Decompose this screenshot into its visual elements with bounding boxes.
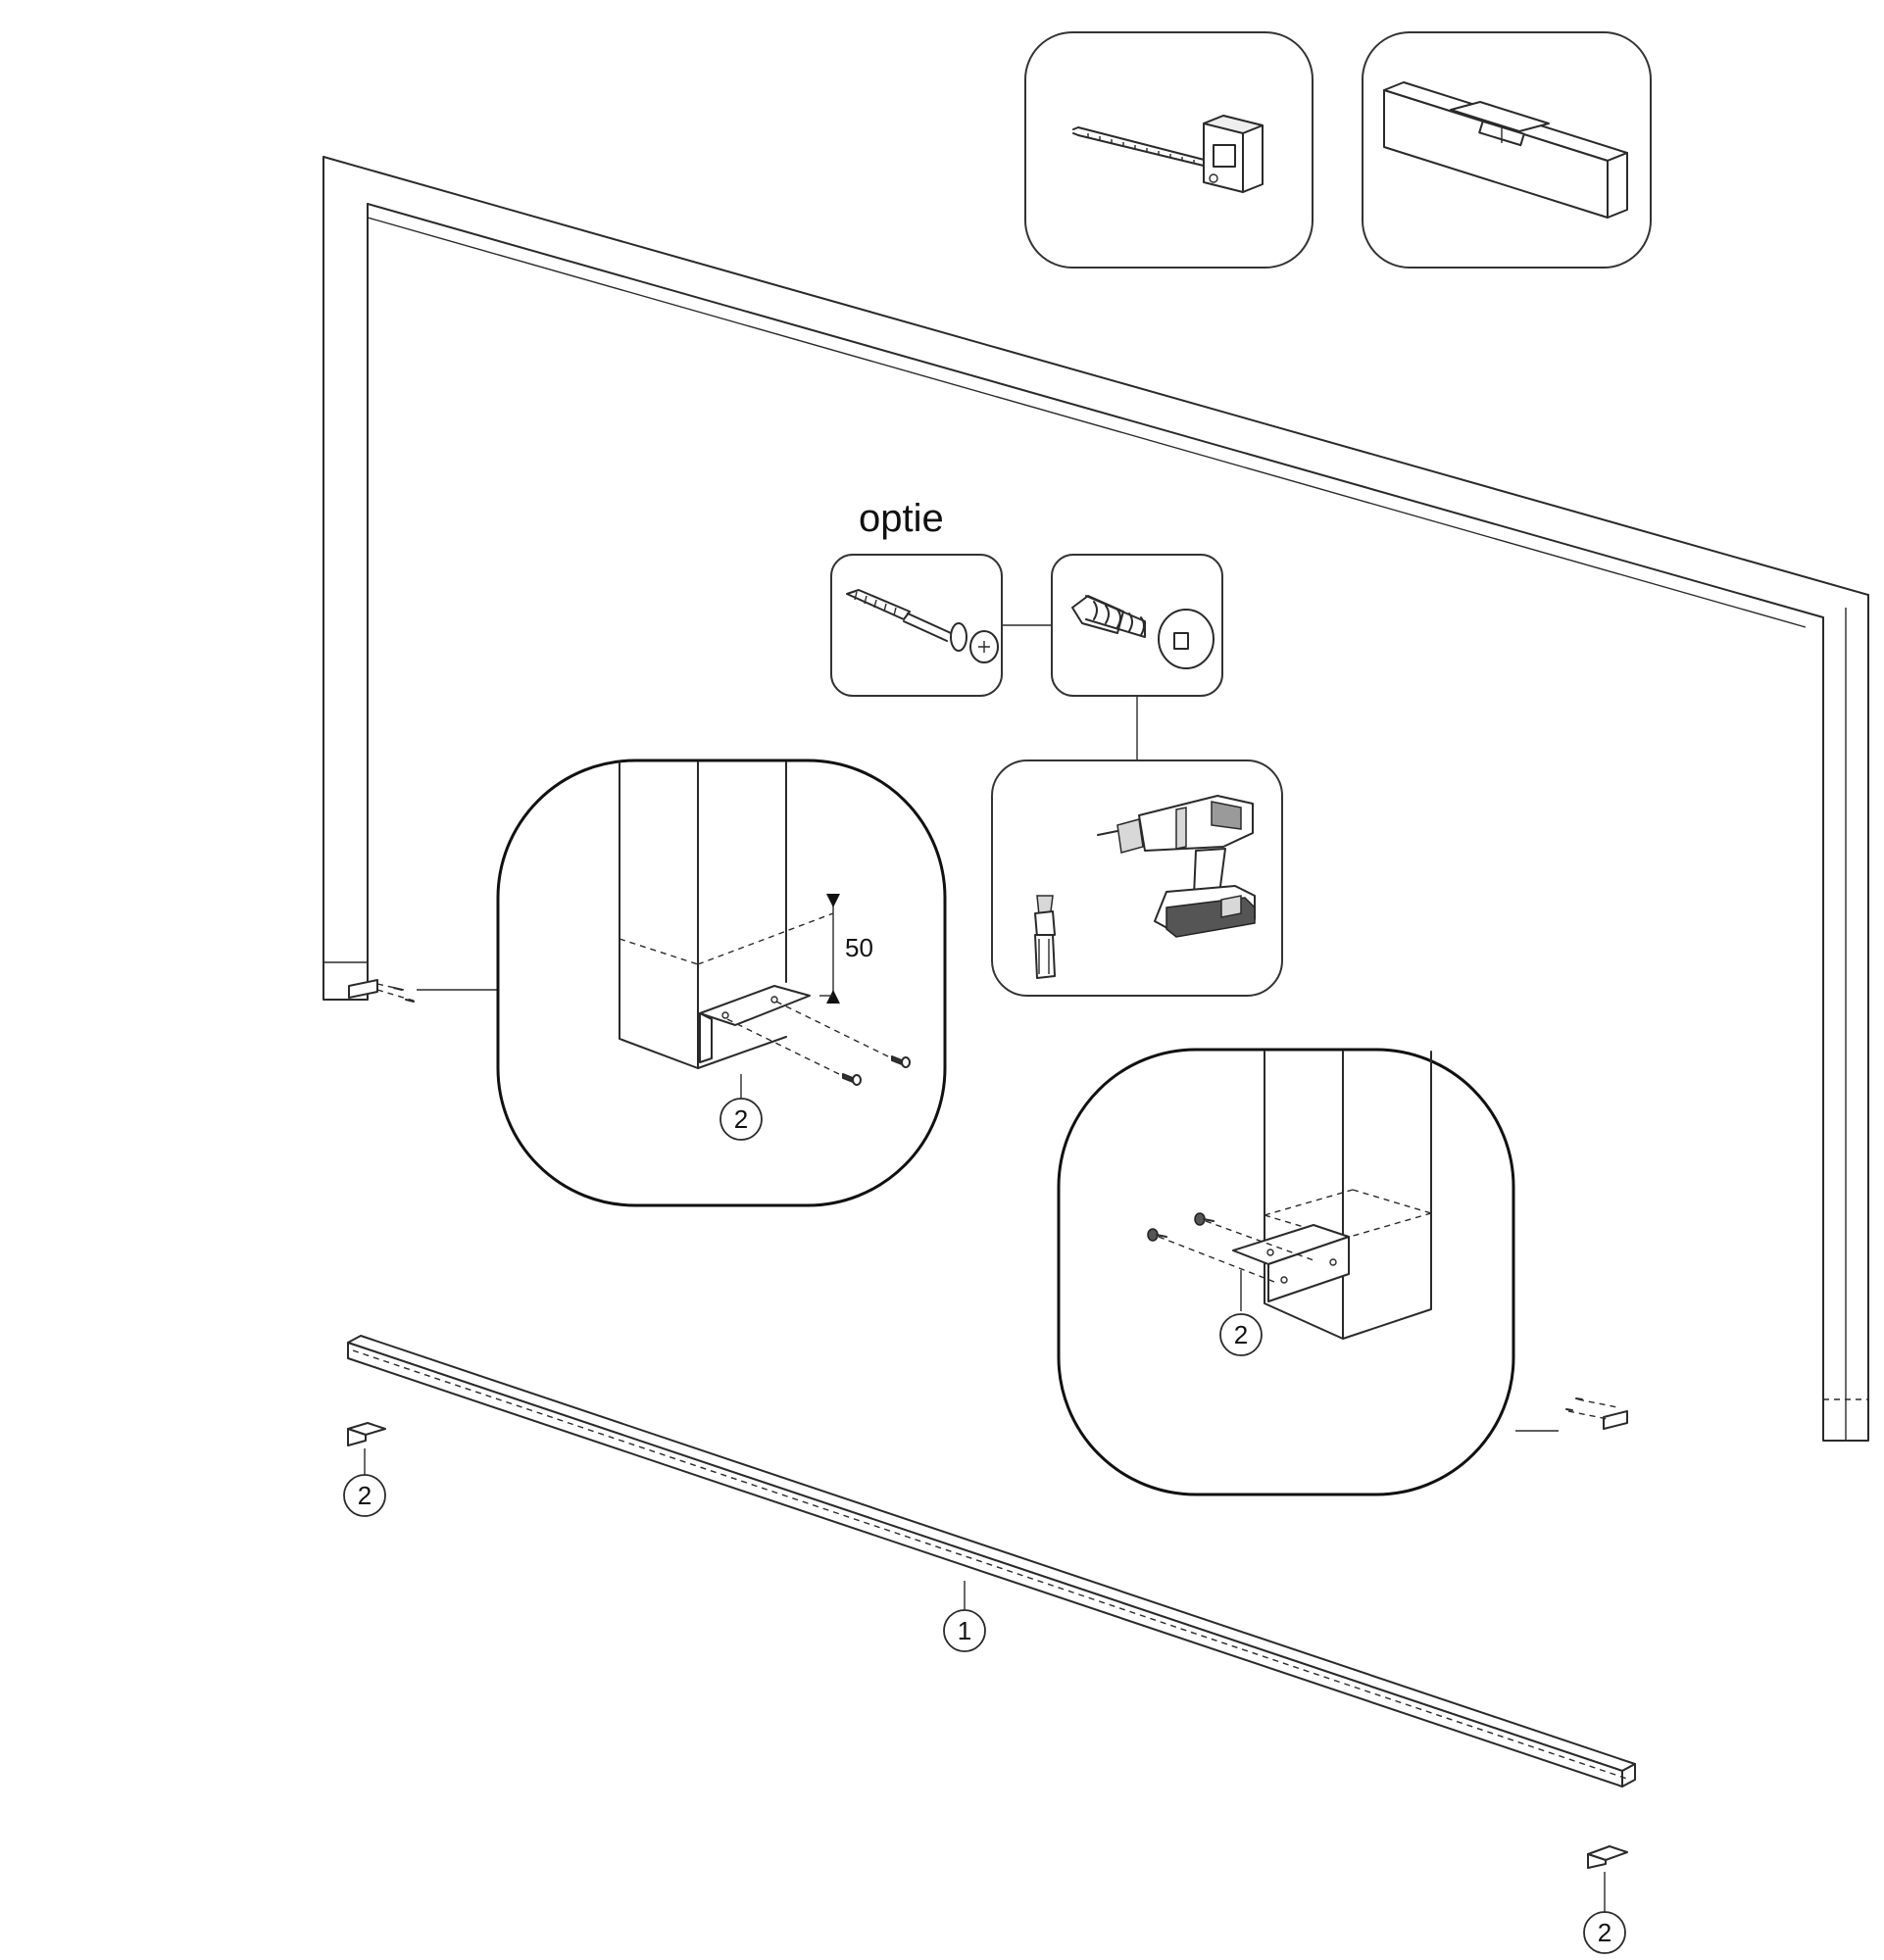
spirit-level-icon bbox=[1383, 81, 1628, 219]
callout-bracket-detail-right: 2 bbox=[1219, 1313, 1263, 1356]
bottom-rail bbox=[347, 1335, 1636, 1788]
drill-panel bbox=[991, 760, 1283, 997]
tape-measure-panel bbox=[1024, 31, 1314, 269]
self-drilling-screw-icon bbox=[1071, 595, 1215, 669]
callout-number: 2 bbox=[1234, 1320, 1248, 1349]
screwdriver-bit-icon bbox=[1034, 895, 1056, 979]
tape-measure-icon bbox=[1072, 115, 1264, 193]
spirit-level-panel bbox=[1362, 31, 1652, 269]
callout-number: 2 bbox=[1598, 1918, 1611, 1947]
callout-number: 2 bbox=[734, 1104, 748, 1134]
loose-bracket-right bbox=[1587, 1845, 1628, 1936]
callout-bracket-loose-right: 2 bbox=[1583, 1911, 1626, 1954]
self-drilling-screw-panel bbox=[1051, 554, 1223, 697]
callout-bracket-detail-left: 2 bbox=[719, 1098, 763, 1141]
detail-left-foot: 50 bbox=[496, 759, 947, 1207]
callout-rail: 1 bbox=[943, 1609, 986, 1652]
option-heading: optie bbox=[859, 497, 944, 540]
callout-number: 1 bbox=[958, 1616, 971, 1645]
door-frame bbox=[322, 156, 1869, 1442]
cordless-drill-icon bbox=[1097, 795, 1256, 938]
callout-bracket-loose-left: 2 bbox=[343, 1474, 386, 1517]
wall-plug-screw-icon bbox=[846, 589, 999, 663]
dimension-label: 50 bbox=[845, 933, 873, 962]
wall-plug-screw-panel bbox=[830, 554, 1003, 697]
detail-right-foot bbox=[1057, 1048, 1515, 1496]
callout-number: 2 bbox=[358, 1481, 372, 1510]
loose-bracket-left bbox=[347, 1422, 386, 1476]
